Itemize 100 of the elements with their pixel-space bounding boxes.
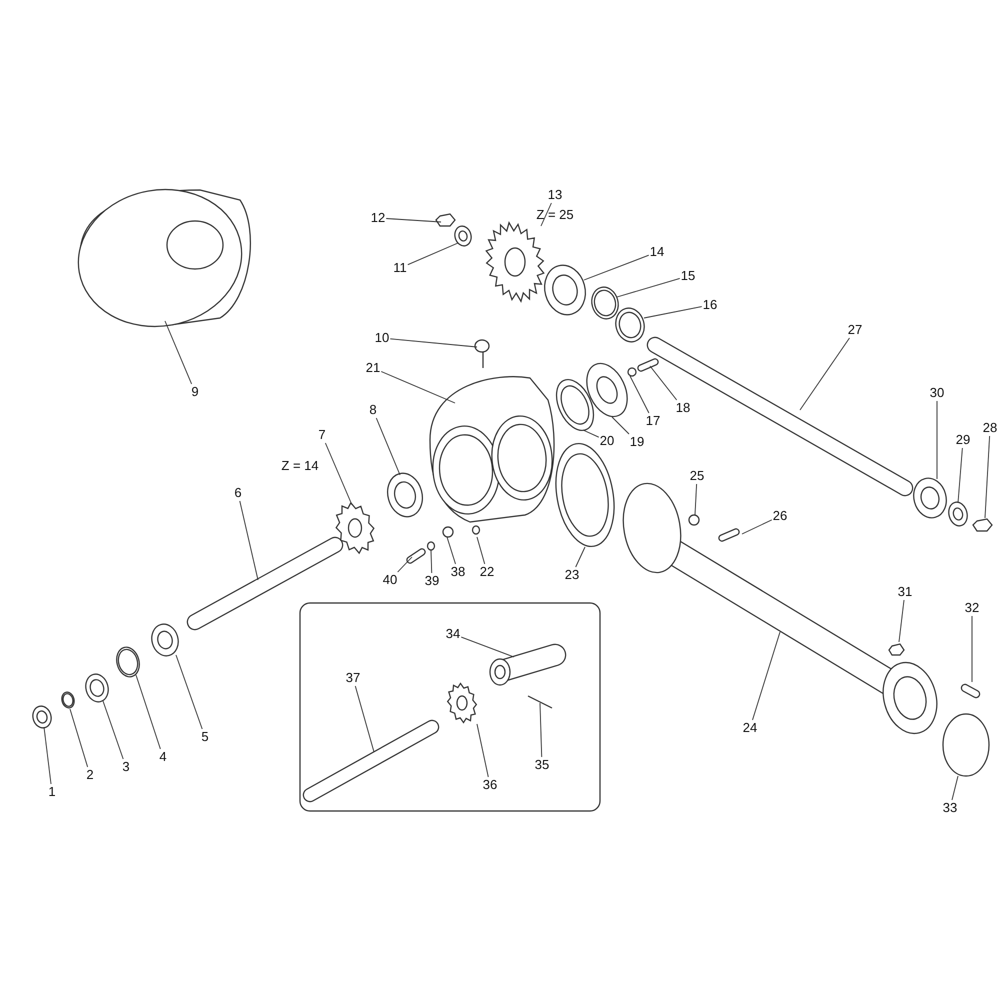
callout-number: 6 [234, 486, 242, 500]
plug-drawing [472, 525, 480, 535]
callout-number: 23 [564, 568, 580, 582]
leader-line [164, 320, 192, 384]
callout-number: 35 [534, 758, 550, 772]
o-ring-drawing [942, 713, 990, 777]
callout-number: 24 [742, 721, 758, 735]
callout-number: 34 [446, 627, 460, 641]
shaft-drawing [646, 336, 914, 496]
leader-line [742, 519, 772, 534]
leader-line [376, 418, 400, 476]
callout-number: 21 [366, 361, 380, 375]
callout-number: 12 [370, 211, 386, 225]
cover-plate-drawing [586, 362, 628, 418]
callout-number: 16 [702, 298, 718, 312]
leader-line [136, 674, 161, 750]
leader-line [102, 700, 124, 760]
callout-number: 40 [382, 573, 398, 587]
bearing-drawing [913, 478, 947, 518]
callout-number: 3 [122, 760, 130, 774]
bearing-drawing [544, 264, 586, 316]
callout-number: 39 [424, 574, 440, 588]
bolt-drawing [637, 358, 659, 372]
callout-number: 20 [600, 434, 614, 448]
gear-drawing [446, 682, 478, 724]
leader-line [644, 306, 702, 318]
callout-number: 14 [650, 245, 664, 259]
pin-drawing [528, 695, 552, 709]
washer-drawing [85, 674, 109, 702]
leader-line [984, 436, 990, 518]
bolt-drawing [960, 684, 980, 698]
shaft-drawing [186, 536, 344, 630]
leader-line [397, 556, 412, 572]
leader-line [575, 546, 586, 568]
leader-line [239, 500, 258, 580]
circlip-drawing [116, 646, 140, 678]
callout-number: 8 [369, 403, 377, 417]
bevel-gear-drawing [335, 502, 375, 554]
leader-line [380, 371, 456, 404]
callout-number: 7 [318, 428, 326, 442]
callout-number: 11 [393, 261, 407, 275]
leader-line [650, 366, 678, 400]
callout-number: 9 [191, 385, 199, 399]
leader-line [694, 484, 698, 516]
callout-number: 13 [548, 188, 562, 202]
bush-drawing [32, 706, 52, 728]
callout-number: 26 [772, 509, 788, 523]
coupling-sleeve-drawing [489, 644, 566, 686]
gasket-drawing [556, 379, 594, 431]
washer-drawing [426, 541, 436, 551]
leader-line [446, 536, 456, 564]
leader-line [612, 416, 630, 434]
nut-drawing [972, 518, 993, 532]
washer-drawing [442, 526, 454, 538]
leader-line [630, 376, 650, 414]
leader-line [952, 776, 958, 800]
washer-drawing [627, 367, 637, 377]
drum-drawing [78, 189, 251, 327]
washer-drawing [948, 502, 968, 526]
sprocket-drawing [485, 221, 545, 303]
leader-line [70, 708, 88, 768]
leader-line [324, 442, 352, 506]
bearing-drawing [151, 624, 179, 656]
bush-drawing [615, 308, 645, 342]
leader-line [386, 218, 442, 222]
leader-line [354, 686, 374, 752]
callout-number: 22 [480, 565, 494, 579]
bolt-drawing [406, 548, 426, 564]
gearbox-housing-drawing [429, 376, 555, 523]
leader-line [430, 550, 432, 574]
callout-number: 30 [930, 386, 944, 400]
callout-number: 5 [201, 730, 209, 744]
callout-number: 18 [676, 401, 690, 415]
leader-line [800, 338, 850, 410]
leader-line [540, 202, 552, 226]
tooth-count-label: Z = 14 [281, 459, 319, 473]
callout-number: 33 [942, 801, 958, 815]
callout-number: 38 [450, 565, 466, 579]
leader-line [460, 636, 514, 658]
shaft-drawing [302, 720, 440, 802]
o-ring-drawing [61, 692, 75, 708]
callout-number: 1 [48, 785, 56, 799]
tooth-count-label: Z = 25 [536, 208, 574, 222]
callout-number: 36 [482, 778, 498, 792]
callout-number: 4 [159, 750, 167, 764]
ring-drawing [591, 286, 619, 320]
leader-line [936, 400, 938, 480]
callout-number: 10 [374, 331, 390, 345]
callout-number: 31 [898, 585, 912, 599]
bearing-drawing [387, 472, 423, 518]
leader-line [752, 632, 780, 720]
callout-number: 17 [646, 414, 660, 428]
leader-line [390, 338, 478, 348]
leader-line [176, 654, 203, 730]
leader-line [958, 448, 963, 504]
callout-number: 25 [690, 469, 704, 483]
leader-line [476, 536, 486, 564]
leader-line [616, 278, 680, 298]
leader-line [584, 254, 650, 280]
leader-line [582, 430, 600, 438]
